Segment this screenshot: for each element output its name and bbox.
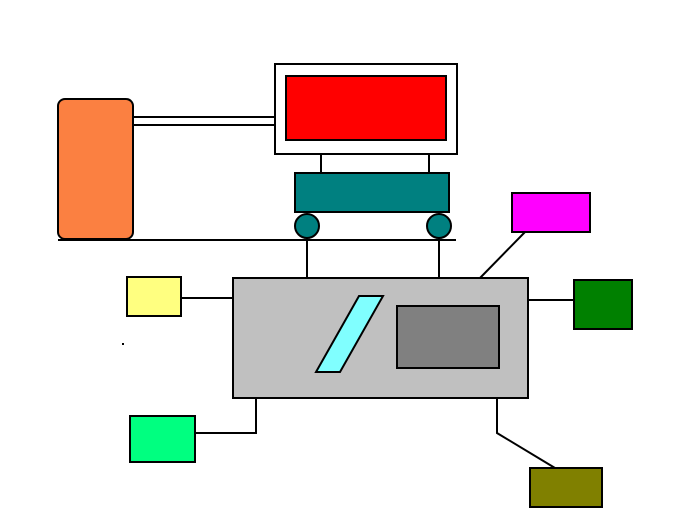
unit-window <box>396 305 500 369</box>
green-connector <box>195 398 257 434</box>
olive-box <box>529 467 603 508</box>
magenta-box <box>511 192 591 233</box>
yellow-box <box>126 276 182 317</box>
olive-connector <box>496 398 556 469</box>
orange-tank <box>57 98 134 240</box>
cart-wheel-left <box>294 213 320 239</box>
parallelogram-window <box>314 295 385 373</box>
dark-green-box <box>573 279 633 330</box>
stray-dot <box>122 343 124 345</box>
cart-wheel-right <box>426 213 452 239</box>
cart <box>294 172 450 213</box>
magenta-connector <box>479 231 526 279</box>
green-box <box>129 415 196 463</box>
monitor-screen <box>285 75 447 141</box>
